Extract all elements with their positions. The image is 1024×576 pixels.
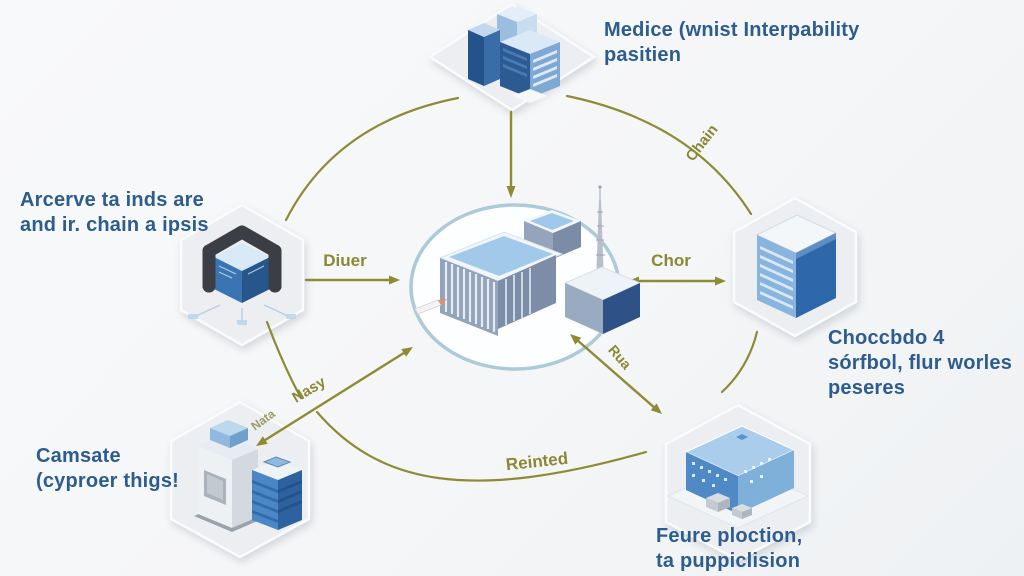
edge-label-chor: Chor (651, 251, 691, 270)
machine-and-stacked-crate-icon (194, 420, 302, 532)
arc-top-left (284, 96, 460, 222)
connection-arrows (260, 94, 759, 482)
label-line: (cyproer thigs! (36, 470, 180, 492)
cube-in-clamp-icon (188, 225, 296, 325)
label-node-left: Arcerve ta inds are and ir. chain a ipsi… (20, 188, 209, 238)
campus-buildings-with-antenna-icon (414, 185, 642, 336)
arc-reinted (315, 410, 648, 482)
label-line: Arcerve ta inds are (20, 189, 204, 211)
city-skyscrapers-icon (468, 6, 560, 103)
label-node-bottom-right: Feure ploction, ta puppiclision (656, 524, 802, 574)
label-node-right: Choccbdo 4 sórfbol, flur worles peseres (828, 326, 1012, 401)
label-line: and ir. chain a ipsis (20, 214, 209, 236)
label-node-top: Medice (wnist Interpability pasitien (604, 18, 859, 68)
label-line: pasitien (604, 44, 682, 66)
label-node-bottom-left: Camsate (cyproer thigs! (36, 444, 179, 494)
label-line: Camsate (36, 445, 121, 467)
blue-book-server-icon (755, 214, 838, 318)
factory-building-icon (666, 425, 810, 529)
arrow-rua (574, 337, 658, 411)
label-line: sórfbol, flur worles (828, 352, 1013, 374)
label-line: peseres (828, 377, 906, 399)
label-line: ta puppiclision (656, 550, 801, 572)
label-line: Medice (wnist Interpability (604, 19, 860, 41)
arc-right-bottom (720, 330, 759, 394)
arc-left-bottom (265, 320, 303, 400)
label-line: Feure ploction, (656, 525, 803, 547)
edge-label-diuer: Diuer (323, 251, 367, 270)
arrow-nasy (260, 349, 409, 444)
label-line: Choccbdo 4 (828, 327, 945, 349)
arc-chain (565, 94, 753, 216)
